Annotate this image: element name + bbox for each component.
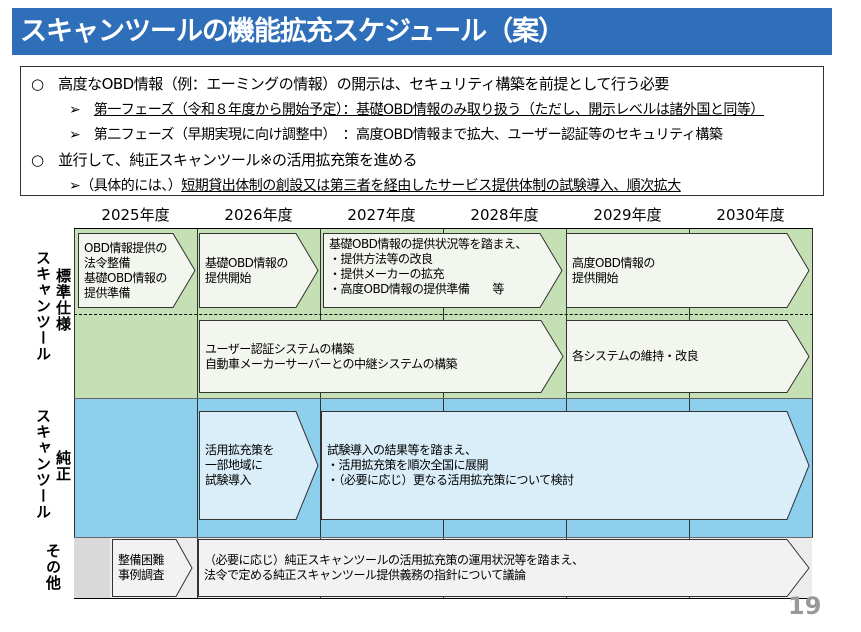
band-other-shade bbox=[74, 537, 110, 598]
phase-2-text: 第二フェーズ（早期実現に向け調整中） ：高度OBD情報まで拡大、ユーザー認証等の… bbox=[93, 127, 723, 143]
arrow-text-line: 法令で定める純正スキャンツール提供義務の指針について議論 bbox=[204, 568, 526, 582]
arrow-text-line: 整備困難 bbox=[118, 553, 165, 567]
year-header: 2028年度 bbox=[470, 206, 539, 224]
arrow-text-line: 法令整備 bbox=[84, 255, 131, 270]
arrow-trial: 活用拡充策を一部地域に試験導入 bbox=[199, 411, 319, 520]
arrow-text-line: 基礎OBD情報の bbox=[84, 270, 167, 285]
arrow-shape bbox=[566, 233, 810, 308]
arrow-shape bbox=[323, 233, 563, 308]
arrow-text: 整備困難事例調査 bbox=[118, 539, 165, 597]
arrow-text-line: 自動車メーカーサーバーとの中継システムの構築 bbox=[205, 356, 458, 371]
arrow-auth-system: ユーザー認証システムの構築自動車メーカーサーバーとの中継システムの構築 bbox=[199, 320, 564, 393]
row-label-outer: スキャンツール bbox=[34, 408, 52, 520]
row-label-other: その他 bbox=[44, 543, 62, 591]
arrow-text-line: 基礎OBD情報の提供状況等を踏まえ、 bbox=[329, 237, 527, 251]
arrow-text-line: ・提供方法等の改良 bbox=[329, 252, 433, 266]
arrow-text-line: ・提供メーカーの拡充 bbox=[329, 267, 445, 281]
arrow-nationwide: 試験導入の結果等を踏まえ、・活用拡充策を順次全国に展開・（必要に応じ）更なる活用… bbox=[321, 411, 810, 520]
arrow-shape bbox=[78, 233, 196, 308]
arrow-shape bbox=[198, 539, 810, 597]
phase-2: ➢ 第二フェーズ（早期実現に向け調整中） ：高度OBD情報まで拡大、ユーザー認証… bbox=[69, 124, 723, 144]
arrow-text-line: 提供準備 bbox=[84, 285, 131, 300]
detail-prefix: （具体的には、） bbox=[80, 178, 182, 194]
arrow-maintenance: 各システムの維持・改良 bbox=[566, 320, 810, 393]
arrow-text: 試験導入の結果等を踏まえ、・活用拡充策を順次全国に展開・（必要に応じ）更なる活用… bbox=[327, 411, 574, 520]
arrow-text: 基礎OBD情報の提供開始 bbox=[205, 233, 288, 308]
arrow-shape bbox=[321, 411, 810, 520]
row-label-outer: スキャンツール bbox=[34, 250, 52, 362]
arrow-text-line: 事例調査 bbox=[118, 568, 165, 582]
arrow-text: ユーザー認証システムの構築自動車メーカーサーバーとの中継システムの構築 bbox=[205, 320, 458, 393]
arrow-text-line: 基礎OBD情報の bbox=[205, 255, 288, 270]
arrow-shape bbox=[199, 320, 564, 393]
phase-1: ➢ 第一フェーズ（令和８年度から開始予定）：基礎OBD情報のみ取り扱う（ただし、… bbox=[69, 99, 764, 119]
arrow-text-line: 各システムの維持・改良 bbox=[572, 349, 699, 363]
arrow-text-line: 高度OBD情報の bbox=[572, 255, 655, 270]
arrow-shape bbox=[112, 539, 193, 597]
arrow-text-line: ・活用拡充策を順次全国に展開 bbox=[327, 458, 489, 472]
arrow-text-line: 一部地域に bbox=[205, 458, 263, 472]
year-header: 2026年度 bbox=[224, 206, 293, 224]
row-label-inner: 純正 bbox=[54, 450, 72, 482]
year-header: 2030年度 bbox=[716, 206, 785, 224]
arrow-text: OBD情報提供の法令整備基礎OBD情報の提供準備 bbox=[84, 233, 167, 308]
marker: ➢ bbox=[69, 102, 81, 118]
year-header: 2025年度 bbox=[101, 206, 170, 224]
detail: ➢（具体的には、）短期貸出体制の創設又は第三者を経由したサービス提供体制の試験導… bbox=[69, 175, 681, 195]
phase-1-text: 第一フェーズ（令和８年度から開始予定）：基礎OBD情報のみ取り扱う（ただし、開示… bbox=[93, 102, 765, 118]
arrow-text: 活用拡充策を一部地域に試験導入 bbox=[205, 411, 275, 520]
arrow-shape bbox=[566, 320, 810, 393]
arrow-text-line: 活用拡充策を bbox=[205, 443, 275, 457]
arrow-text-line: （必要に応じ）純正スキャンツールの活用拡充策の運用状況等を踏まえ、 bbox=[204, 553, 584, 567]
arrow-case-study: 整備困難事例調査 bbox=[112, 539, 193, 597]
year-header: 2027年度 bbox=[347, 206, 416, 224]
phase-divider bbox=[74, 314, 813, 315]
arrow-text: 各システムの維持・改良 bbox=[572, 320, 699, 393]
arrow-basic-obd-start: 基礎OBD情報の提供開始 bbox=[199, 233, 319, 308]
summary-bullet-2: ○ 並行して、純正スキャンツール※の活用拡充策を進める bbox=[31, 151, 417, 169]
page-number: 19 bbox=[788, 592, 822, 620]
arrow-shape bbox=[199, 233, 319, 308]
detail-text: 短期貸出体制の創設又は第三者を経由したサービス提供体制の試験導入、順次拡大 bbox=[181, 178, 681, 194]
arrow-legal-preparation: OBD情報提供の法令整備基礎OBD情報の提供準備 bbox=[78, 233, 196, 308]
arrow-text: 基礎OBD情報の提供状況等を踏まえ、・提供方法等の改良・提供メーカーの拡充・高度… bbox=[329, 237, 527, 308]
row-label-inner: 標準仕様 bbox=[54, 268, 72, 332]
arrow-text-line: 提供開始 bbox=[572, 270, 619, 285]
arrow-shape bbox=[199, 411, 319, 520]
summary-box: ○ 高度なOBD情報（例：エーミングの情報）の開示は、セキュリティ構築を前提とし… bbox=[20, 66, 824, 196]
summary-bullet-1: ○ 高度なOBD情報（例：エーミングの情報）の開示は、セキュリティ構築を前提とし… bbox=[31, 75, 669, 93]
arrow-text-line: ユーザー認証システムの構築 bbox=[205, 341, 354, 356]
year-header: 2029年度 bbox=[593, 206, 662, 224]
arrow-text: （必要に応じ）純正スキャンツールの活用拡充策の運用状況等を踏まえ、法令で定める純… bbox=[204, 539, 584, 597]
marker: ➢ bbox=[69, 127, 81, 143]
arrow-text: 高度OBD情報の提供開始 bbox=[572, 233, 655, 308]
arrow-text-line: ・高度OBD情報の提供準備 等 bbox=[329, 282, 504, 296]
arrow-text-line: 試験導入 bbox=[205, 473, 252, 487]
slide-title: スキャンツールの機能拡充スケジュール（案） bbox=[12, 8, 832, 55]
arrow-text-line: 試験導入の結果等を踏まえ、 bbox=[327, 443, 477, 457]
arrow-guideline: （必要に応じ）純正スキャンツールの活用拡充策の運用状況等を踏まえ、法令で定める純… bbox=[198, 539, 810, 597]
marker: ➢ bbox=[69, 178, 81, 194]
arrow-improvements: 基礎OBD情報の提供状況等を踏まえ、・提供方法等の改良・提供メーカーの拡充・高度… bbox=[323, 233, 563, 308]
arrow-text-line: ・（必要に応じ）更なる活用拡充策について検討 bbox=[327, 473, 574, 487]
arrow-text-line: OBD情報提供の bbox=[84, 240, 167, 255]
arrow-advanced-obd-start: 高度OBD情報の提供開始 bbox=[566, 233, 810, 308]
arrow-text-line: 提供開始 bbox=[205, 270, 252, 285]
